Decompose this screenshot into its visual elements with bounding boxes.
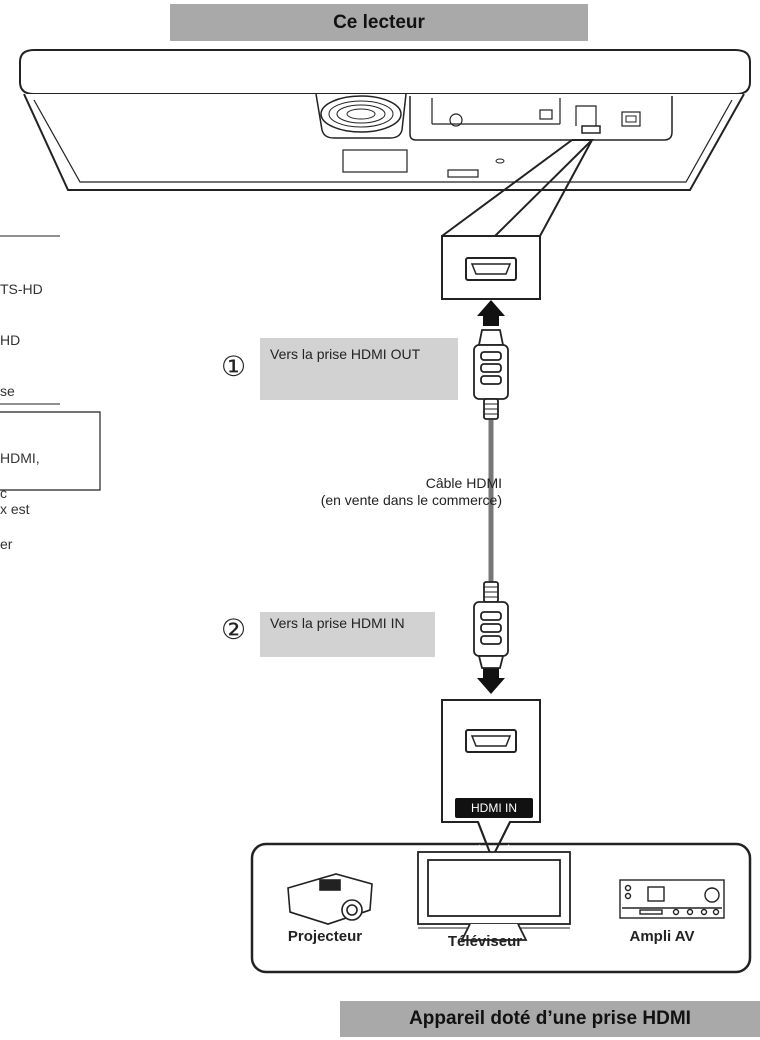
arrow-down-icon: [477, 668, 505, 694]
cable-label-line2: (en vente dans le commerce): [320, 492, 502, 508]
side-note-line: HD: [0, 332, 21, 348]
av-amplifier-icon: [619, 879, 725, 919]
side-note-lines: [0, 235, 101, 491]
side-note-fragment-1: TS-HD HD se c er: [0, 247, 43, 587]
step-2-label: Vers la prise HDMI IN: [260, 612, 435, 657]
arrows: [477, 300, 505, 694]
hdmi-cable: [473, 329, 509, 669]
cable-label-line1: Câble HDMI: [425, 475, 502, 491]
step-1-label: Vers la prise HDMI OUT: [260, 338, 458, 400]
hdmi-device-title-banner: Appareil doté d’une prise HDMI: [340, 1001, 760, 1037]
device-label-television: Téléviseur: [447, 933, 523, 950]
side-note-line: x est: [0, 501, 30, 517]
device-label-amplifier: Ampli AV: [629, 928, 695, 945]
step-1-number: ①: [221, 350, 247, 383]
arrow-up-icon: [477, 300, 505, 326]
side-note-line: TS-HD: [0, 281, 43, 297]
step-2-number: ②: [221, 613, 247, 646]
player-title-banner: Ce lecteur: [170, 4, 588, 41]
side-note-line: er: [0, 536, 13, 552]
television-icon: [417, 851, 571, 941]
hdmi-in-badge: HDMI IN: [455, 798, 533, 818]
cable-plug-bottom: [473, 581, 509, 669]
player-illustration: [19, 49, 751, 191]
cable-plug-top: [473, 329, 509, 420]
zoom-callout: [441, 139, 595, 300]
cable-label: Câble HDMI (en vente dans le commerce): [220, 475, 502, 509]
side-note-line: HDMI,: [0, 450, 40, 466]
side-note-fragment-2: HDMI, x est: [0, 416, 40, 552]
side-note-line: se: [0, 383, 15, 399]
device-label-projector: Projecteur: [287, 928, 363, 945]
side-note-line: c: [0, 485, 7, 501]
projector-icon: [287, 873, 373, 925]
